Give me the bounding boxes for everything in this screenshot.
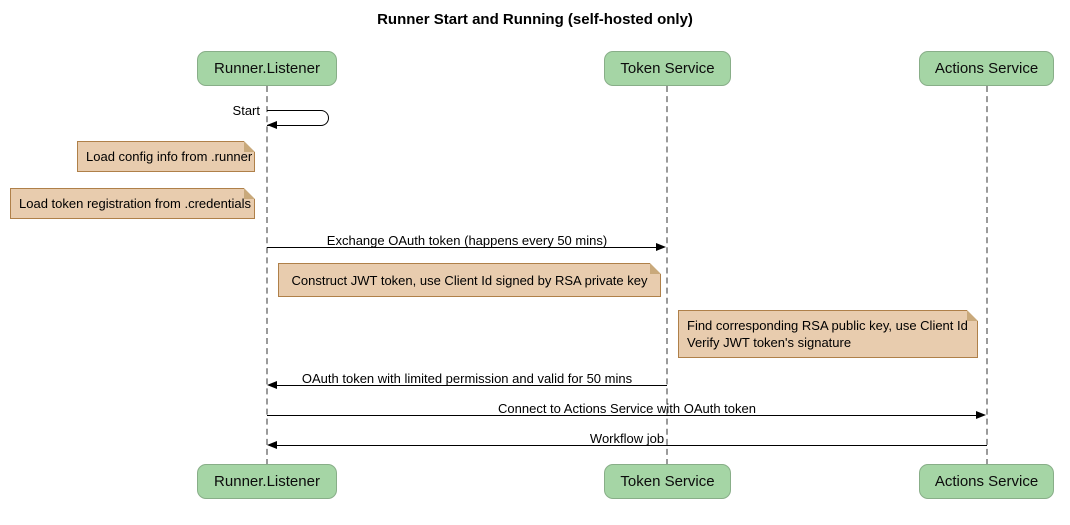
diagram-title: Runner Start and Running (self-hosted on… [377,11,693,28]
participant-top-token-service: Token Service [604,51,731,86]
participant-top-actions-service: Actions Service [919,51,1054,86]
note-load-config: Load config info from .runner [77,141,255,172]
message-label: Start [232,103,260,118]
participant-bottom-actions-service: Actions Service [919,464,1054,499]
lifeline-runner-listener [266,86,268,465]
note-construct-jwt: Construct JWT token, use Client Id signe… [278,263,661,297]
arrowhead-icon [976,411,986,419]
message-label: Exchange OAuth token (happens every 50 m… [326,233,608,248]
participant-label: Token Service [620,473,715,490]
lifeline-actions-service [986,86,988,465]
arrowhead-icon [656,243,666,251]
lifeline-token-service [666,86,668,465]
participant-label: Runner.Listener [214,473,320,490]
message-line [277,445,987,446]
participant-bottom-runner-listener: Runner.Listener [197,464,337,499]
message-line [277,385,667,386]
note-load-credentials: Load token registration from .credential… [10,188,255,219]
message-label: Connect to Actions Service with OAuth to… [498,401,756,416]
message-line [267,247,659,248]
note-verify-jwt: Find corresponding RSA public key, use C… [678,310,978,358]
arrowhead-icon [267,121,277,129]
participant-label: Token Service [620,60,715,77]
self-loop-line [267,110,329,126]
participant-label: Actions Service [934,473,1039,490]
arrowhead-icon [267,441,277,449]
arrowhead-icon [267,381,277,389]
note-text-line-1: Find corresponding RSA public key, use C… [687,318,968,333]
message-label: OAuth token with limited permission and … [301,371,633,386]
participant-top-runner-listener: Runner.Listener [197,51,337,86]
participant-bottom-token-service: Token Service [604,464,731,499]
note-text: Construct JWT token, use Client Id signe… [291,272,648,288]
note-text: Load token registration from .credential… [19,196,251,211]
note-text-line-2: Verify JWT token's signature [687,335,852,350]
message-label: Workflow job [589,431,665,446]
message-line [267,415,977,416]
note-text: Load config info from .runner [86,149,253,164]
participant-label: Runner.Listener [214,60,320,77]
participant-label: Actions Service [934,60,1039,77]
